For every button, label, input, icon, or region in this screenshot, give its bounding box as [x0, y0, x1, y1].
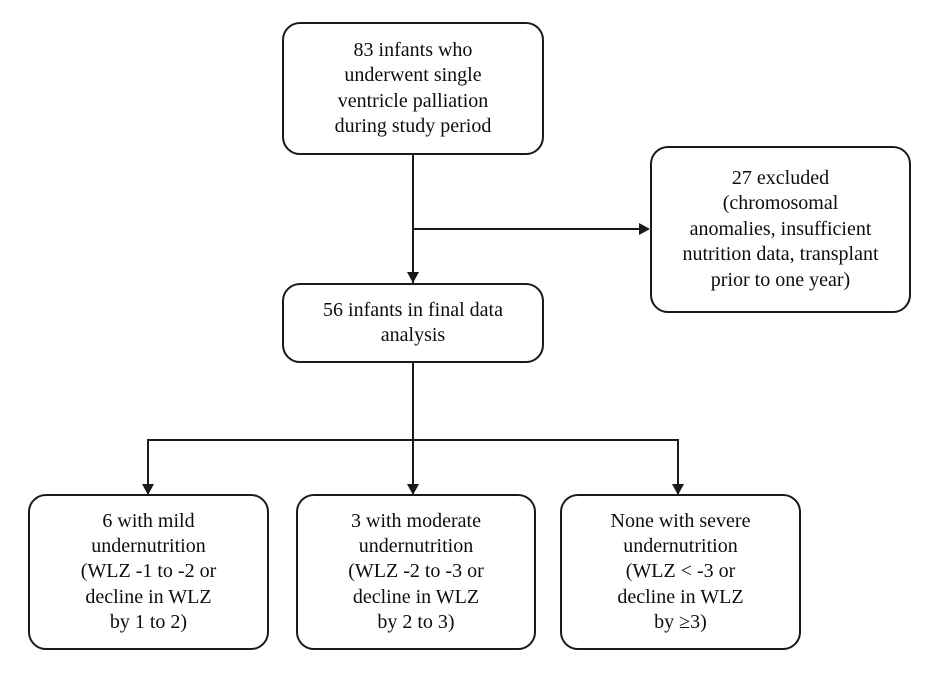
connector-bus-to-severe	[677, 439, 679, 494]
flow-node-analysis: 56 infants in final data analysis	[282, 283, 544, 363]
arrowhead-down-icon-severe	[672, 484, 684, 495]
flow-node-screened: 83 infants who underwent single ventricl…	[282, 22, 544, 155]
flow-node-severe-undernutrition: None with severe undernutrition (WLZ < -…	[560, 494, 801, 650]
flow-node-moderate-undernutrition: 3 with moderate undernutrition (WLZ -2 t…	[296, 494, 536, 650]
arrowhead-down-icon-analysis	[407, 272, 419, 283]
connector-to-excluded	[412, 228, 644, 230]
arrowhead-down-icon-moderate	[407, 484, 419, 495]
arrowhead-down-icon-mild	[142, 484, 154, 495]
connector-bus-to-moderate	[412, 439, 414, 494]
connector-screened-to-analysis	[412, 155, 414, 283]
arrowhead-right-icon-excluded	[639, 223, 650, 235]
flow-node-excluded-label: 27 excluded (chromosomal anomalies, insu…	[682, 167, 879, 291]
flow-node-excluded: 27 excluded (chromosomal anomalies, insu…	[650, 146, 911, 313]
flow-node-analysis-label: 56 infants in final data analysis	[323, 298, 503, 346]
flow-node-severe-label: None with severe undernutrition (WLZ < -…	[610, 509, 751, 634]
flow-node-moderate-label: 3 with moderate undernutrition (WLZ -2 t…	[348, 509, 484, 634]
flow-node-mild-undernutrition: 6 with mild undernutrition (WLZ -1 to -2…	[28, 494, 269, 650]
flow-node-screened-label: 83 infants who underwent single ventricl…	[334, 38, 492, 137]
flow-node-mild-label: 6 with mild undernutrition (WLZ -1 to -2…	[80, 509, 217, 634]
connector-analysis-to-bus	[412, 363, 414, 440]
connector-bus-to-mild	[147, 439, 149, 494]
